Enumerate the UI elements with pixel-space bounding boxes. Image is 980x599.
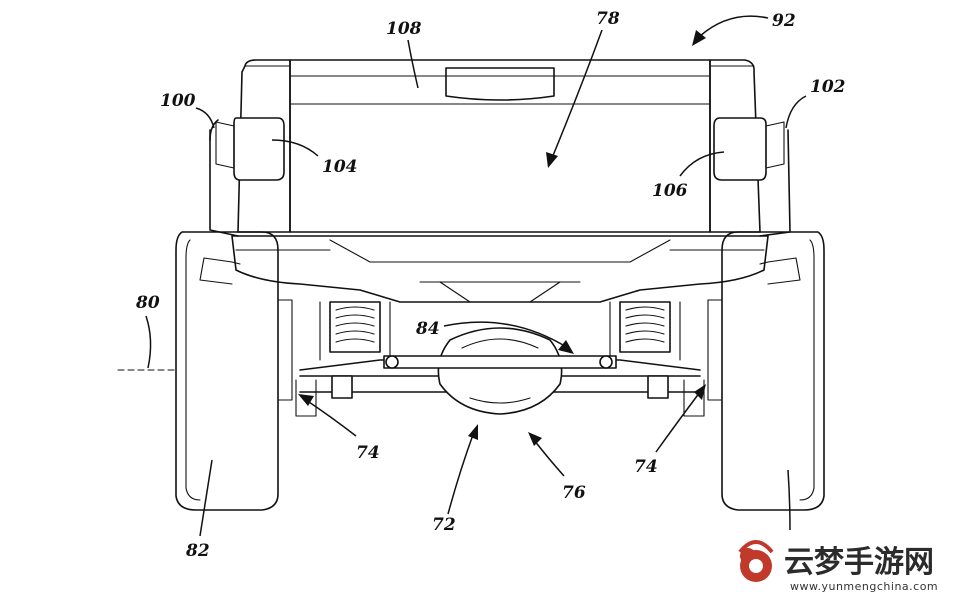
rear-axle-assembly: [295, 327, 705, 417]
truck-body: [209, 59, 791, 237]
ref-82: 82: [185, 541, 210, 561]
ref-106: 106: [652, 181, 688, 201]
ref-74-right: 74: [634, 457, 658, 477]
ref-72: 72: [432, 515, 456, 535]
rear-bumper: [199, 235, 801, 303]
ref-78: 78: [596, 9, 620, 29]
ref-108: 108: [386, 19, 422, 39]
left-coil-spring: [319, 301, 391, 361]
left-wheel: [175, 231, 293, 511]
watermark-url: www.yunmengchina.com: [790, 580, 938, 593]
ref-104: 104: [322, 157, 358, 177]
left-tail-lamp: [215, 117, 285, 181]
ref-74-left: 74: [356, 443, 380, 463]
ref-84: 84: [415, 319, 440, 339]
ref-80: 80: [135, 293, 160, 313]
right-tail-lamp: [713, 117, 785, 181]
ref-92: 92: [772, 11, 796, 31]
watermark: 云梦手游网 www.yunmengchina.com: [722, 530, 974, 596]
cloud-logo-icon: [738, 540, 774, 582]
ref-76: 76: [562, 483, 586, 503]
ref-102: 102: [810, 77, 846, 97]
ref-100: 100: [160, 91, 196, 111]
reference-numerals: 108 78 92 100 102 104 106 80 84 74 74 72…: [135, 9, 846, 561]
watermark-brand: 云梦手游网: [784, 545, 934, 580]
leader-lines: [145, 15, 807, 537]
right-wheel: [707, 231, 825, 511]
right-coil-spring: [609, 301, 681, 361]
